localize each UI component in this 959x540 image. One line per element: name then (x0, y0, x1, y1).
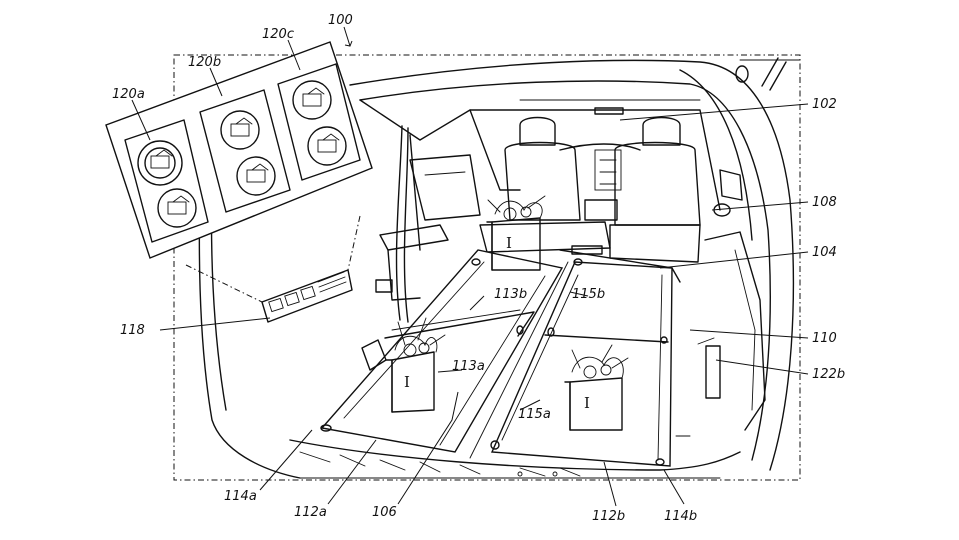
ref-113a: 113a (452, 359, 485, 374)
load-floor (321, 250, 672, 466)
switch-inset (106, 42, 372, 258)
inset-panel (106, 42, 372, 258)
ref-108: 108 (812, 195, 837, 210)
ref-115a: 115a (518, 407, 551, 422)
ref-120a: 120a (112, 87, 145, 102)
ref-112a: 112a (294, 505, 327, 520)
bag-mark-front-right: I (584, 394, 590, 412)
ref-118: 118 (120, 323, 145, 338)
ref-112b: 112b (592, 509, 625, 524)
ref-106: 106 (372, 505, 397, 520)
ref-114a: 114a (224, 489, 257, 504)
bag-mark-front-left: I (404, 373, 410, 391)
ref-115b: 115b (572, 287, 605, 302)
bag-mark-back: I (506, 234, 512, 252)
switch-panel-118 (262, 270, 352, 322)
ref-113b: 113b (494, 287, 527, 302)
ref-104: 104 (812, 245, 837, 260)
ref-102: 102 (812, 97, 837, 112)
ref-114b: 114b (664, 509, 697, 524)
ref-110: 110 (812, 331, 837, 346)
ref-122b: 122b (812, 367, 845, 382)
ref-100: 100 (328, 13, 353, 28)
ref-120c: 120c (262, 27, 294, 42)
ref-120b: 120b (188, 55, 221, 70)
